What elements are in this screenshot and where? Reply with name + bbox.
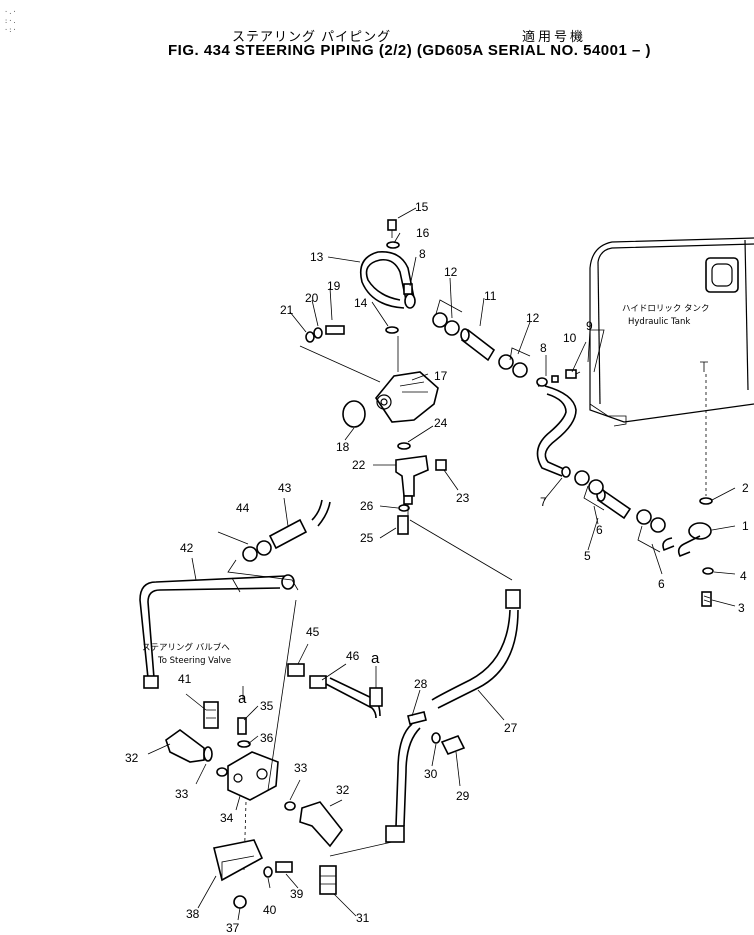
part-number-19: 19 [327,279,341,293]
part-number-16: 16 [416,226,430,240]
part-number-39: 39 [290,887,304,901]
part-number-41: 41 [178,672,192,686]
part-number-25: 25 [360,531,374,545]
part-number-22: 22 [352,458,366,472]
hose-27 [329,589,521,857]
hose-11-assembly [432,299,531,378]
applicability-label: 適用号機 [522,30,587,45]
part-number-30: 30 [424,767,438,781]
block-34 [227,717,279,871]
part-number-44: 44 [236,501,250,515]
part-number-13: 13 [310,250,324,264]
pump-17 [299,325,439,428]
steering-valve-label-jp: ステアリング バルブへ [142,642,230,653]
part-number-7: 7 [540,495,547,509]
part-number-28: 28 [414,677,428,691]
part-number-37: 37 [226,921,240,935]
part-number-6-b: 6 [658,577,665,591]
tank-label-en: Hydraulic Tank [628,317,690,327]
part-number-12-a: 12 [444,265,458,279]
leader-lines [147,207,736,921]
part-number-1: 1 [742,519,749,533]
part-number-5: 5 [584,549,591,563]
part-number-31: 31 [356,911,370,925]
part-number-46: 46 [346,649,360,663]
part-number-43: 43 [278,481,292,495]
corner-scan-marks: ·.· :·. ·:· [4,8,17,34]
fitting-31 [319,865,337,895]
part-number-36: 36 [260,731,274,745]
part-number-33-b: 33 [294,761,308,775]
part-number-38: 38 [186,907,200,921]
part-number-29: 29 [456,789,470,803]
part-number-23: 23 [456,491,470,505]
suction-pipe-13 [359,219,416,334]
part-number-26: 26 [360,499,374,513]
part-number-21: 21 [280,303,294,317]
reference-lines [242,599,297,791]
return-hose-assembly [574,470,666,553]
part-number-11: 11 [484,289,497,303]
part-number-10: 10 [563,331,577,345]
part-number-8-a: 8 [419,247,426,261]
elbow-32-left [165,729,228,777]
part-number-4: 4 [740,569,747,583]
pipe-46 [287,663,383,719]
part-number-2: 2 [742,481,749,495]
title-japanese: ステアリング パイピング [232,30,392,45]
tank-outlet-parts [662,374,714,607]
bracket-38 [213,839,293,909]
part-number-45: 45 [306,625,320,639]
part-number-18: 18 [336,440,350,454]
part-number-17: 17 [434,369,448,383]
part-number-42: 42 [180,541,194,555]
hose-43-assembly [227,499,331,591]
part-number-9: 9 [586,319,593,333]
part-number-8-b: 8 [540,341,547,355]
part-number-27: 27 [504,721,518,735]
part-number-12-b: 12 [526,311,540,325]
fitting-8-9-10 [536,369,581,387]
tank-label-jp: ハイドロリック タンク [622,304,710,314]
part-number-labels: 1 2 3 4 5 6 6 7 8 8 9 10 11 12 12 13 14 … [125,200,749,935]
figure-title: FIG. 434 STEERING PIPING (2/2) (GD605A S… [168,42,651,59]
part-number-35: 35 [260,699,274,713]
tee-41 [203,701,219,729]
part-number-3: 3 [738,601,745,615]
part-number-32-a: 32 [125,751,139,765]
pipe-42 [139,574,295,689]
part-number-6-a: 6 [596,523,603,537]
part-number-33-a: 33 [175,787,189,801]
hydraulic-tank: ハイドロリック タンク Hydraulic Tank [589,237,754,427]
pipe-7 [536,383,577,478]
part-number-20: 20 [305,291,319,305]
part-number-32-b: 32 [336,783,350,797]
connection-mark-a-left: a [238,690,247,707]
part-number-40: 40 [263,903,277,917]
part-number-14: 14 [354,296,368,310]
elbow-22 [395,442,513,581]
elbow-32-right [284,801,344,848]
clip-28-bolt-29 [407,711,466,756]
part-number-34: 34 [220,811,234,825]
part-number-24: 24 [434,416,448,430]
connection-mark-a-right: a [371,650,380,667]
steering-valve-label-en: To Steering Valve [157,656,231,666]
part-number-15: 15 [415,200,429,214]
